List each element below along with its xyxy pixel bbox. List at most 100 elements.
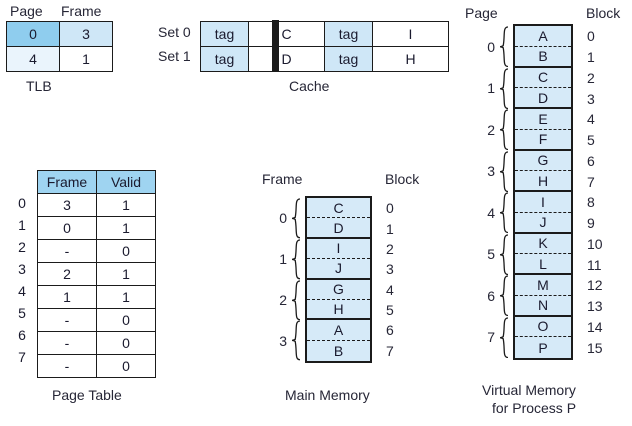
- virtual-memory-cell: K: [515, 234, 571, 255]
- main-memory-cell: B: [333, 342, 344, 359]
- page-table-valid-1: 1: [96, 216, 156, 240]
- tlb-table: 0 3 4 1: [6, 21, 113, 72]
- page-table-row-label: 5: [18, 305, 26, 321]
- virtual-memory-block-number: 14: [587, 318, 603, 335]
- tlb-cell-frame-0: 3: [59, 21, 113, 47]
- main-memory-header-frame: Frame: [262, 171, 303, 187]
- table-row: -0: [37, 239, 156, 263]
- main-memory-header-block: Block: [385, 171, 420, 187]
- page-table-row-label: 0: [18, 195, 26, 211]
- page-table-row-label: 1: [18, 217, 26, 233]
- main-memory-block-number: 3: [386, 261, 394, 278]
- page-table-frame-4: 1: [37, 285, 97, 309]
- virtual-memory-caption-line2: for Process P: [492, 400, 577, 416]
- virtual-memory-cell: B: [515, 47, 571, 68]
- cache-data-set0-way0: C: [248, 21, 325, 47]
- cache-table: tag C tag I tag D tag H: [200, 21, 449, 72]
- main-memory-block-number: 7: [386, 342, 394, 359]
- cache-data-set0-way1: I: [372, 21, 449, 47]
- virtual-memory-block-number: 10: [587, 235, 603, 252]
- cache-tag-set1-way0: tag: [200, 46, 249, 72]
- page-table-row-label: 3: [18, 261, 26, 277]
- virtual-memory-block-number: 6: [587, 152, 595, 169]
- virtual-memory-brace: [499, 316, 509, 358]
- virtual-memory-brace: [499, 192, 509, 234]
- virtual-memory-block-number: 2: [587, 69, 595, 86]
- page-table-frame-0: 3: [37, 193, 97, 217]
- page-table-frame-3: 2: [37, 262, 97, 286]
- virtual-memory-group-label: 7: [487, 329, 495, 346]
- virtual-memory-header-block: Block: [586, 5, 621, 21]
- virtual-memory-cell: J: [515, 213, 571, 234]
- main-memory-cell: G: [307, 280, 370, 300]
- virtual-memory-brace: [499, 150, 509, 192]
- page-table-valid-4: 1: [96, 285, 156, 309]
- main-memory-block-number: 2: [386, 240, 394, 257]
- virtual-memory-block-number: 4: [587, 111, 595, 128]
- virtual-memory-brace: [499, 275, 509, 317]
- table-row: -0: [37, 354, 156, 378]
- cache-data-set1-way0: D: [248, 46, 325, 72]
- tlb-caption: TLB: [26, 78, 52, 94]
- main-memory-box: [305, 196, 372, 363]
- main-memory-cell: A: [307, 320, 370, 341]
- page-table-frame-5: -: [37, 308, 97, 332]
- table-row: -0: [37, 308, 156, 332]
- page-table-valid-3: 1: [96, 262, 156, 286]
- virtual-memory-block-number: 12: [587, 277, 603, 294]
- main-memory-block-number: 6: [386, 322, 394, 339]
- table-row: tag C tag I: [200, 21, 449, 47]
- main-memory-group-label: 3: [279, 332, 287, 349]
- virtual-memory-cell: M: [515, 275, 571, 296]
- virtual-memory-header-page: Page: [465, 5, 498, 21]
- virtual-memory-cell: N: [515, 296, 571, 317]
- virtual-memory-block-number: 0: [587, 28, 595, 45]
- virtual-memory-block-number: 5: [587, 132, 595, 149]
- virtual-memory-box: [513, 24, 573, 360]
- virtual-memory-cell: F: [515, 130, 571, 151]
- table-row: -0: [37, 331, 156, 355]
- virtual-memory-block-number: 1: [587, 49, 595, 66]
- virtual-memory-cell: L: [515, 254, 571, 275]
- virtual-memory-group-label: 1: [487, 80, 495, 97]
- main-memory-cell: C: [307, 198, 370, 219]
- cache-tag-set0-way0: tag: [200, 21, 249, 47]
- page-table-frame-2: -: [37, 239, 97, 263]
- virtual-memory-cell: C: [515, 68, 571, 89]
- page-table-row-label: 7: [18, 349, 26, 365]
- virtual-memory-cell: I: [515, 192, 571, 213]
- virtual-memory-block-number: 9: [587, 215, 595, 232]
- virtual-memory-brace: [499, 67, 509, 109]
- page-table-row-label: 4: [18, 283, 26, 299]
- main-memory-cell: J: [307, 259, 370, 280]
- main-memory-block-number: 1: [386, 220, 394, 237]
- main-memory-brace: [291, 239, 301, 280]
- table-row: 4 1: [6, 46, 113, 72]
- main-memory-group-label: 0: [279, 210, 287, 227]
- tlb-header-page: Page: [10, 3, 43, 19]
- virtual-memory-brace: [499, 233, 509, 275]
- main-memory-brace: [291, 320, 301, 361]
- table-row: 0 3: [6, 21, 113, 47]
- virtual-memory-group-label: 5: [487, 246, 495, 263]
- virtual-memory-group-label: 2: [487, 121, 495, 138]
- page-table-frame-7: -: [37, 354, 97, 378]
- virtual-memory-block-number: 7: [587, 173, 595, 190]
- page-table-frame-1: 0: [37, 216, 97, 240]
- main-memory-cell: I: [307, 239, 370, 260]
- virtual-memory-block-number: 3: [587, 90, 595, 107]
- main-memory-block-number: 0: [386, 200, 394, 217]
- virtual-memory-group-label: 3: [487, 163, 495, 180]
- main-memory-cell: D: [307, 218, 370, 239]
- virtual-memory-block-number: 8: [587, 194, 595, 211]
- table-row: tag D tag H: [200, 46, 449, 72]
- table-header-row: Frame Valid: [37, 170, 156, 194]
- virtual-memory-cell: P: [538, 339, 548, 356]
- main-memory-block-number: 4: [386, 281, 394, 298]
- page-table-valid-7: 0: [96, 354, 156, 378]
- page-table-row-labels: 0 1 2 3 4 5 6 7: [15, 192, 29, 368]
- virtual-memory-group-label: 4: [487, 204, 495, 221]
